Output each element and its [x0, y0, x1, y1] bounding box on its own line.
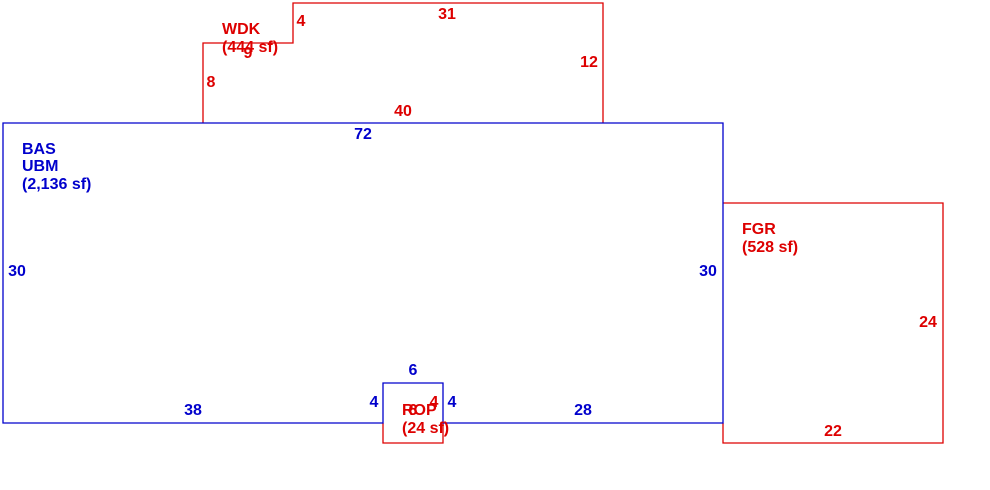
- rop-outline: [382, 423, 444, 444]
- fgr-code-label: FGR: [742, 221, 776, 238]
- bas-dim-top: 72: [354, 126, 372, 143]
- fgr-area-label: (528 sf): [742, 239, 798, 256]
- wdk-dim-bottom: 40: [394, 103, 412, 120]
- rop-code-label: ROP: [402, 402, 437, 419]
- fgr-outline: [722, 202, 944, 444]
- rop-dim-depth: 4: [430, 394, 439, 411]
- bas-dim-left: 30: [8, 263, 26, 280]
- bas-area-label: (2,136 sf): [22, 176, 91, 193]
- bas-dim-bottom-right: 28: [574, 402, 592, 419]
- notch-dim-left: 4: [370, 394, 379, 411]
- wdk-dim-top: 31: [438, 6, 456, 23]
- wdk-outline: [202, 2, 604, 123]
- notch-dim-top: 6: [409, 362, 418, 379]
- notch-dim-right: 4: [448, 394, 457, 411]
- wdk-dim-step-top: 9: [244, 45, 253, 62]
- bas-subcode-label: UBM: [22, 158, 58, 175]
- bas-code-label: BAS: [22, 141, 56, 158]
- bas-dim-right: 30: [699, 263, 717, 280]
- bas-outline: [2, 122, 724, 424]
- wdk-dim-left: 8: [207, 74, 216, 91]
- fgr-dim-bottom: 22: [824, 423, 842, 440]
- wdk-dim-step: 4: [297, 13, 306, 30]
- wdk-area-label: (444 sf): [222, 39, 278, 56]
- wdk-dim-right: 12: [580, 54, 598, 71]
- wdk-code-label: WDK: [222, 21, 261, 38]
- rop-area-label: (24 sf): [402, 420, 449, 437]
- fgr-dim-right: 24: [919, 314, 937, 331]
- bas-dim-bottom-left: 38: [184, 402, 202, 419]
- rop-dim-width: 6: [409, 402, 418, 419]
